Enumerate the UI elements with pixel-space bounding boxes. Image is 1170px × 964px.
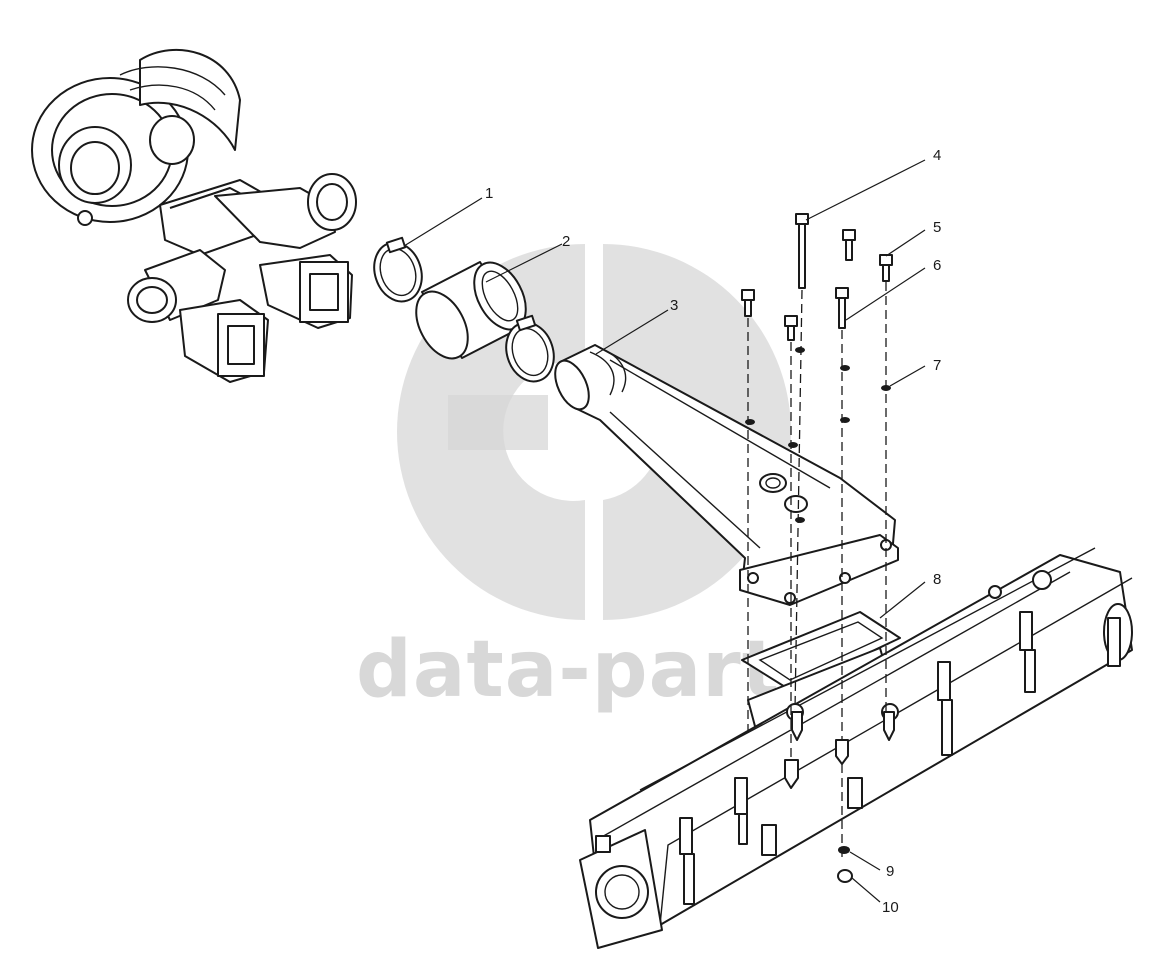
callout-4: 4 [933,147,941,164]
callout-6: 6 [933,257,941,274]
bolt-5 [842,229,893,712]
flange-gasket [741,611,901,691]
exhaust-elbow-pipe [554,344,899,606]
callout-3: 3 [670,297,678,314]
callout-leaders [403,159,926,903]
callout-5: 5 [933,219,941,236]
callout-9: 9 [886,863,894,880]
bolt-mid [784,315,798,782]
hose-clamp-upper [373,236,423,303]
callout-labels: 1 2 3 4 5 6 7 8 9 10 [485,147,941,916]
turbocharger-assembly [31,48,357,383]
callout-10: 10 [882,899,899,916]
hose-clamp-lower [505,314,555,383]
washers [745,347,891,523]
lower-studs [784,711,895,789]
bolt-left [741,289,755,735]
callout-2: 2 [562,233,570,250]
callout-1: 1 [485,185,493,202]
nut-and-washer [837,846,853,883]
callout-8: 8 [933,571,941,588]
callout-7: 7 [933,357,941,374]
connecting-hose [415,261,527,360]
bolt-4 [794,213,809,711]
